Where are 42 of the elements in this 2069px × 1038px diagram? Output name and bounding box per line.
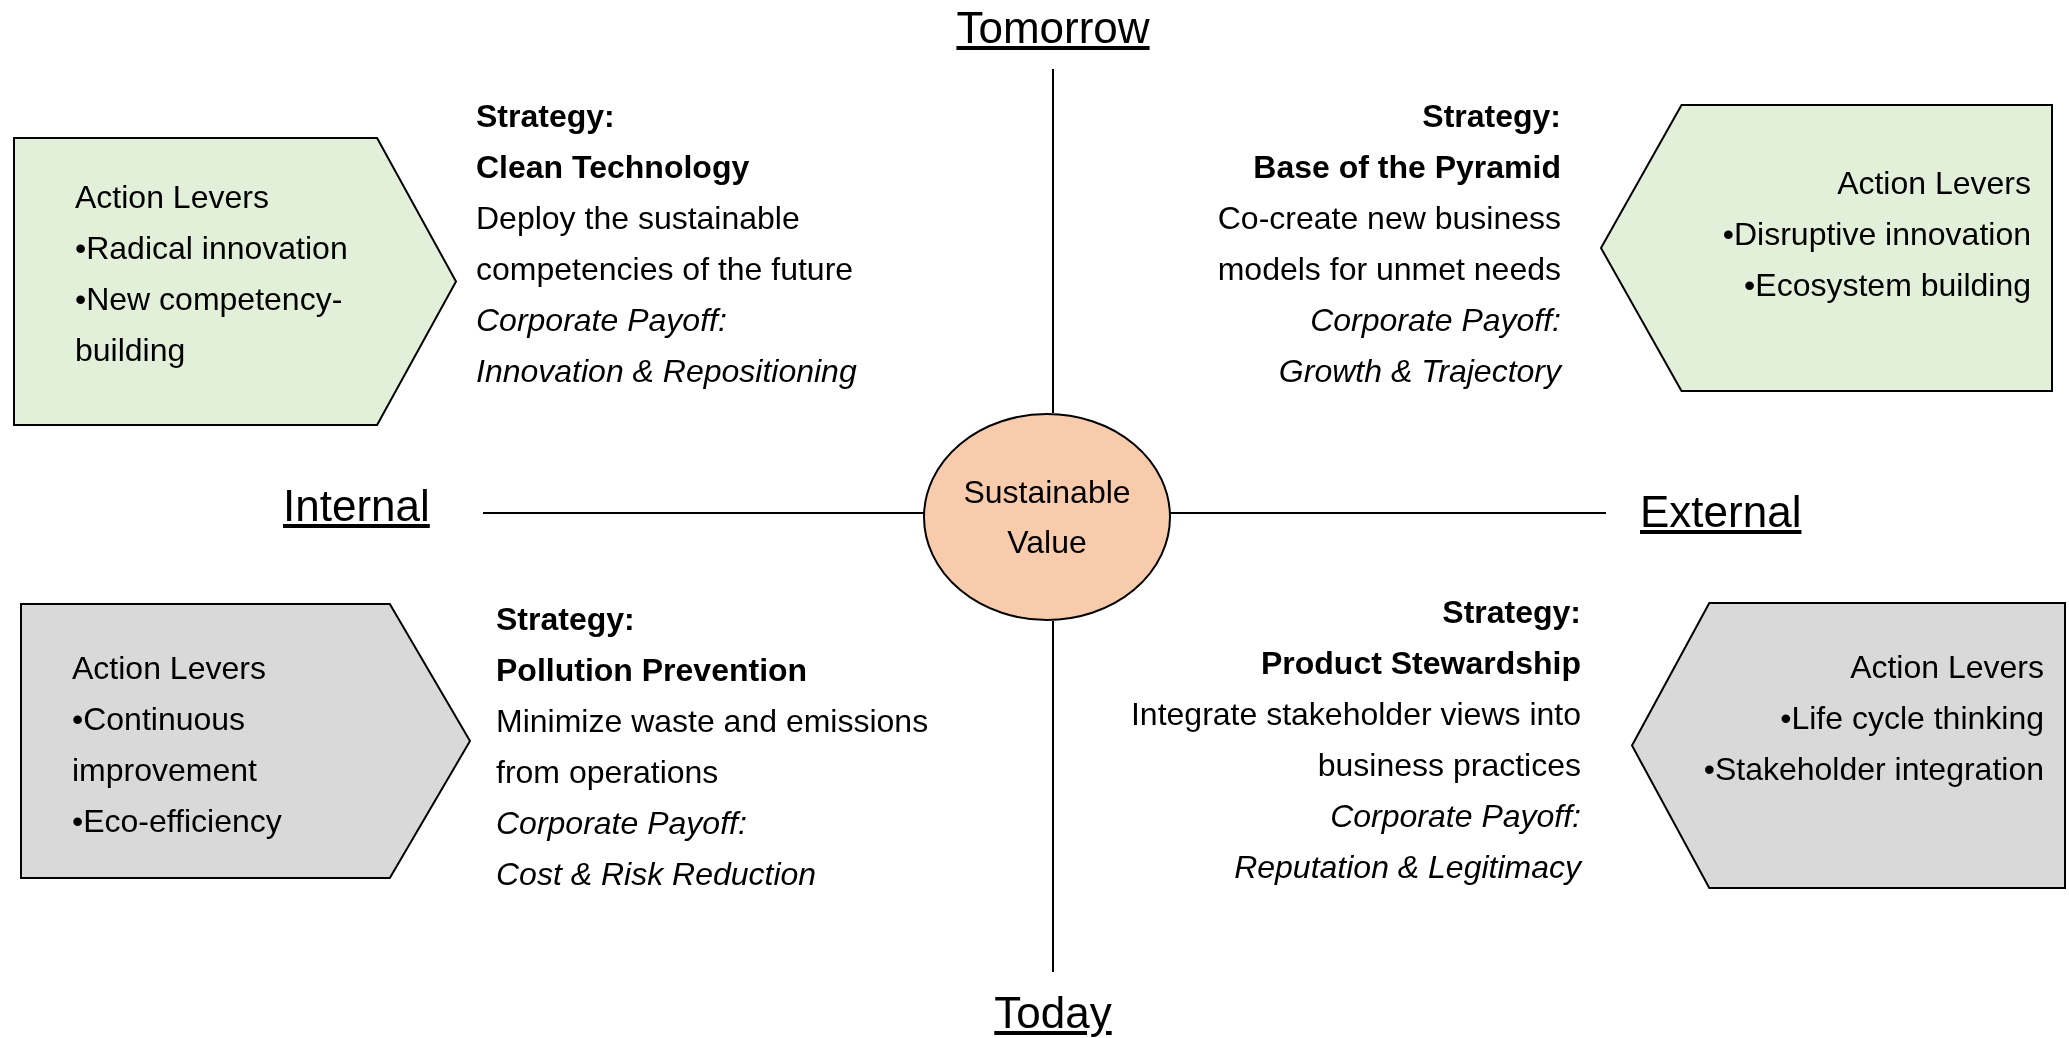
- chevron-box: [1631, 602, 2066, 889]
- payoff-label: Corporate Payoff:: [1329, 797, 1581, 836]
- strategy-name: Base of the Pyramid: [1252, 148, 1561, 187]
- strategy-name: Pollution Prevention: [496, 651, 809, 690]
- strategy-name: Clean Technology: [476, 148, 751, 187]
- box-heading: Action Levers: [75, 178, 270, 217]
- strategy-label: Strategy:: [1421, 97, 1561, 136]
- strategy-label: Strategy:: [1441, 593, 1581, 632]
- payoff-label: Corporate Payoff:: [1309, 301, 1561, 340]
- bullet-item: •Radical innovation: [75, 229, 349, 268]
- strategy-description: Minimize waste and emissions from operations: [496, 702, 930, 792]
- strategy-description: Integrate stakeholder views into business practices: [1129, 695, 1581, 785]
- strategy-name: Product Stewardship: [1259, 644, 1581, 683]
- payoff-label: Corporate Payoff:: [496, 804, 748, 843]
- axis-label: Internal: [283, 480, 430, 532]
- axis-label: External: [1640, 486, 1802, 538]
- bullet-item: •Stakeholder integration: [1702, 750, 2044, 789]
- center-ellipse: [923, 413, 1171, 621]
- strategy-label: Strategy:: [496, 600, 636, 639]
- payoff-value: Reputation & Legitimacy: [1233, 848, 1581, 887]
- chevron-box: [20, 603, 471, 879]
- box-heading: Action Levers: [1836, 164, 2031, 203]
- bullet-item: •Disruptive innovation: [1721, 215, 2031, 254]
- payoff-label: Corporate Payoff:: [476, 301, 728, 340]
- chevron-box: [13, 137, 457, 426]
- payoff-value: Innovation & Repositioning: [476, 352, 858, 391]
- bullet-item: •Ecosystem building: [1743, 266, 2031, 305]
- bullet-item: •Life cycle thinking: [1779, 699, 2044, 738]
- axis-label: Today: [993, 987, 1113, 1038]
- strategy-label: Strategy:: [476, 97, 616, 136]
- axis-label: Tomorrow: [955, 2, 1151, 54]
- bullet-item: •Continuous improvement: [72, 700, 258, 790]
- payoff-value: Cost & Risk Reduction: [496, 855, 818, 894]
- strategy-description: Deploy the sustainable competencies of the future: [476, 199, 855, 289]
- node-text: Sustainable Value: [962, 473, 1132, 562]
- box-heading: Action Levers: [1849, 648, 2044, 687]
- box-heading: Action Levers: [72, 649, 267, 688]
- bullet-item: •Eco-efficiency: [72, 802, 283, 841]
- payoff-value: Growth & Trajectory: [1277, 352, 1561, 391]
- strategy-description: Co-create new business models for unmet needs: [1216, 199, 1561, 289]
- chevron-box: [1600, 104, 2053, 392]
- bullet-item: •New competency-building: [75, 280, 344, 370]
